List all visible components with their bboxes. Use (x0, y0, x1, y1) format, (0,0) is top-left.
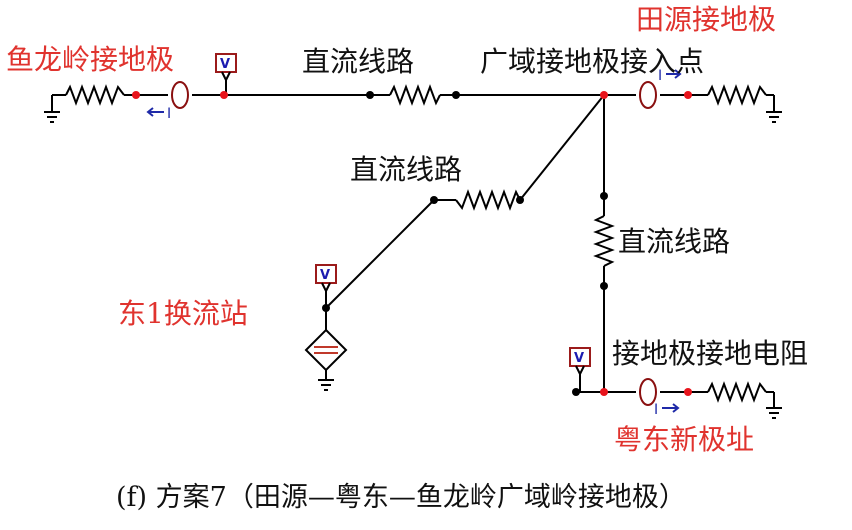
node-red (684, 91, 692, 99)
current-arrow-left: I (146, 106, 171, 122)
branch-dong1 (304, 94, 605, 391)
current-symbol-yuedong: I (654, 402, 658, 418)
node-black (366, 91, 374, 99)
node-red (600, 91, 608, 99)
node-black (600, 282, 608, 290)
label-access-point: 广域接地极接入点 (480, 45, 705, 78)
current-probe-left (171, 81, 189, 109)
current-probe-right (639, 81, 657, 109)
node-black (572, 388, 580, 396)
voltmeter-dong1: V (315, 264, 337, 308)
voltmeter-glyph: V (320, 268, 330, 283)
nodes (132, 91, 692, 396)
current-symbol-right: I (658, 68, 662, 84)
node-black (430, 196, 438, 204)
voltmeter-yuedong: V (569, 347, 591, 392)
resistor-yulongling (65, 84, 125, 106)
node-black (516, 196, 524, 204)
current-probe-yuedong (639, 378, 657, 406)
label-tianyuan: 田源接地极 (636, 3, 777, 36)
node-black (452, 91, 460, 99)
top-bus (44, 81, 782, 123)
node-black (322, 304, 330, 312)
label-yuedong: 粤东新极址 (614, 423, 755, 456)
resistor-dc-line-top (389, 84, 441, 106)
current-arrow-right: I (658, 68, 682, 84)
voltmeter-glyph: V (220, 57, 230, 72)
label-dc-line-mid: 直流线路 (350, 153, 463, 186)
voltmeter-yulongling: V (215, 53, 237, 95)
node-red (684, 388, 692, 396)
label-ground-resistance: 接地极接地电阻 (612, 337, 809, 370)
wire-diagonal-upper (519, 94, 605, 201)
voltmeter-glyph: V (574, 351, 584, 366)
resistor-dc-line-mid (455, 189, 521, 211)
label-yulongling: 鱼龙岭接地极 (6, 43, 175, 76)
figure-caption: (f) 方案7（田源—粤东—鱼龙岭广域岭接地极） (116, 482, 686, 513)
node-red (600, 388, 608, 396)
node-red (220, 91, 228, 99)
resistor-yuedong (707, 381, 767, 403)
label-dc-line-top: 直流线路 (302, 45, 415, 78)
current-source-dong1 (304, 328, 348, 372)
label-dc-line-right: 直流线路 (618, 225, 731, 258)
current-arrow-yuedong: I (654, 402, 680, 418)
label-dong1: 东1换流站 (118, 297, 248, 330)
resistor-tianyuan (707, 84, 767, 106)
node-black (600, 192, 608, 200)
node-red (132, 91, 140, 99)
wire-diagonal-lower (325, 199, 435, 309)
resistor-dc-line-right (593, 215, 615, 267)
current-symbol-left: I (167, 106, 171, 122)
